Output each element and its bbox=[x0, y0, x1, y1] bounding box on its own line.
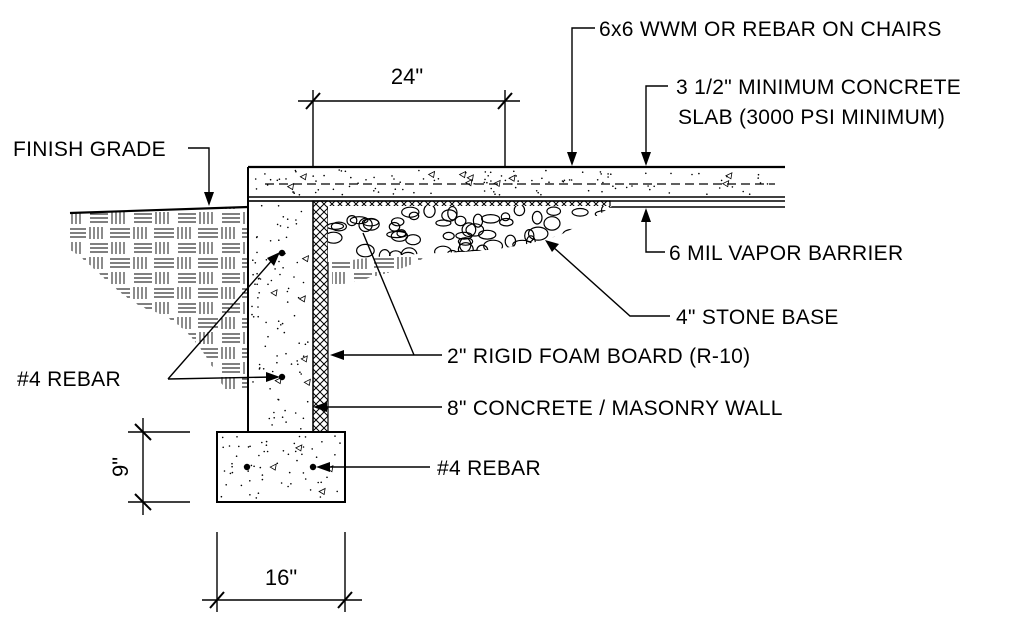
leader-wwm bbox=[567, 27, 595, 166]
label-vapor-barrier: 6 MIL VAPOR BARRIER bbox=[669, 242, 903, 265]
label-slab-line2: SLAB (3000 PSI MINIMUM) bbox=[678, 106, 945, 129]
label-wwm: 6x6 WWM OR REBAR ON CHAIRS bbox=[599, 18, 942, 41]
dimension-16-label: 16" bbox=[265, 565, 297, 590]
leader-wall-rebar bbox=[167, 252, 280, 382]
leader-foam-board bbox=[330, 232, 442, 360]
label-finish-grade: FINISH GRADE bbox=[13, 138, 166, 161]
dimension-24 bbox=[298, 90, 520, 167]
rebar-footing-left bbox=[243, 463, 251, 471]
stone-base bbox=[328, 206, 612, 262]
finish-grade-line bbox=[69, 205, 249, 215]
label-foam-board: 2" RIGID FOAM BOARD (R-10) bbox=[447, 345, 750, 368]
leader-slab bbox=[641, 85, 668, 166]
rebar-footing-right bbox=[309, 463, 317, 471]
dimension-9-label: 9" bbox=[108, 457, 133, 477]
label-wall-rebar: #4 REBAR bbox=[17, 368, 121, 391]
label-slab-line1: 3 1/2" MINIMUM CONCRETE bbox=[676, 76, 961, 99]
leader-vapor-barrier bbox=[641, 208, 665, 253]
rebar-wall-upper bbox=[278, 249, 286, 257]
dimension-24-label: 24" bbox=[391, 64, 423, 89]
label-stone-base: 4" STONE BASE bbox=[676, 306, 839, 329]
leader-stone-base bbox=[545, 240, 670, 317]
label-footing-rebar: #4 REBAR bbox=[437, 457, 541, 480]
dimension-16 bbox=[202, 532, 362, 612]
dimension-9 bbox=[128, 418, 190, 515]
rebar-wall-lower bbox=[278, 373, 286, 381]
leader-wall bbox=[313, 402, 442, 412]
leader-finish-grade bbox=[188, 147, 214, 206]
label-wall: 8" CONCRETE / MASONRY WALL bbox=[447, 397, 783, 420]
leader-footing-rebar bbox=[316, 462, 430, 472]
